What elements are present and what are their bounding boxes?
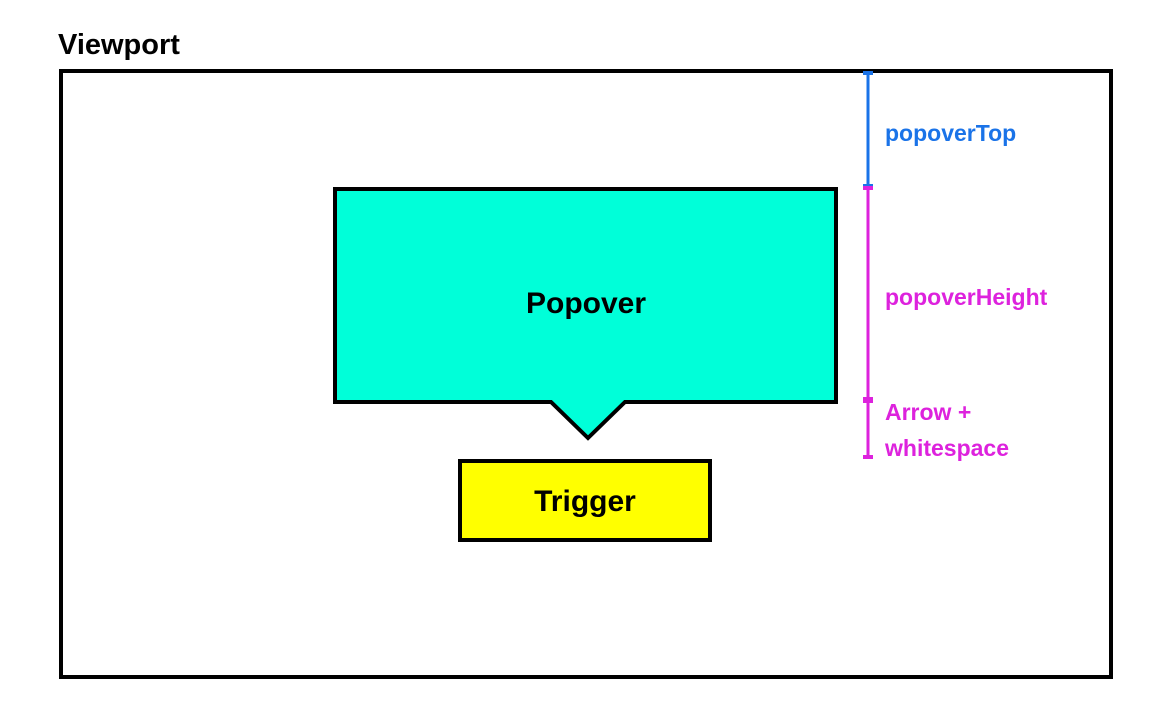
popover-box (333, 187, 838, 441)
popover: Popover (333, 187, 838, 441)
viewport-title: Viewport (58, 29, 180, 61)
popover-label: Popover (526, 287, 646, 320)
arrow-whitespace-label-line2: whitespace (884, 435, 1009, 461)
popover-top-measurement: popoverTop (863, 71, 1016, 188)
trigger-box (458, 459, 712, 542)
viewport-frame (59, 69, 1113, 679)
trigger-label: Trigger (534, 485, 636, 518)
arrow-whitespace-measurement: Arrow + whitespace (863, 399, 1009, 461)
popover-top-label: popoverTop (885, 120, 1016, 146)
arrow-whitespace-label-line1: Arrow + (885, 399, 971, 425)
trigger: Trigger (458, 459, 712, 542)
popover-height-label: popoverHeight (885, 284, 1048, 310)
popover-height-measurement: popoverHeight (863, 186, 1048, 401)
